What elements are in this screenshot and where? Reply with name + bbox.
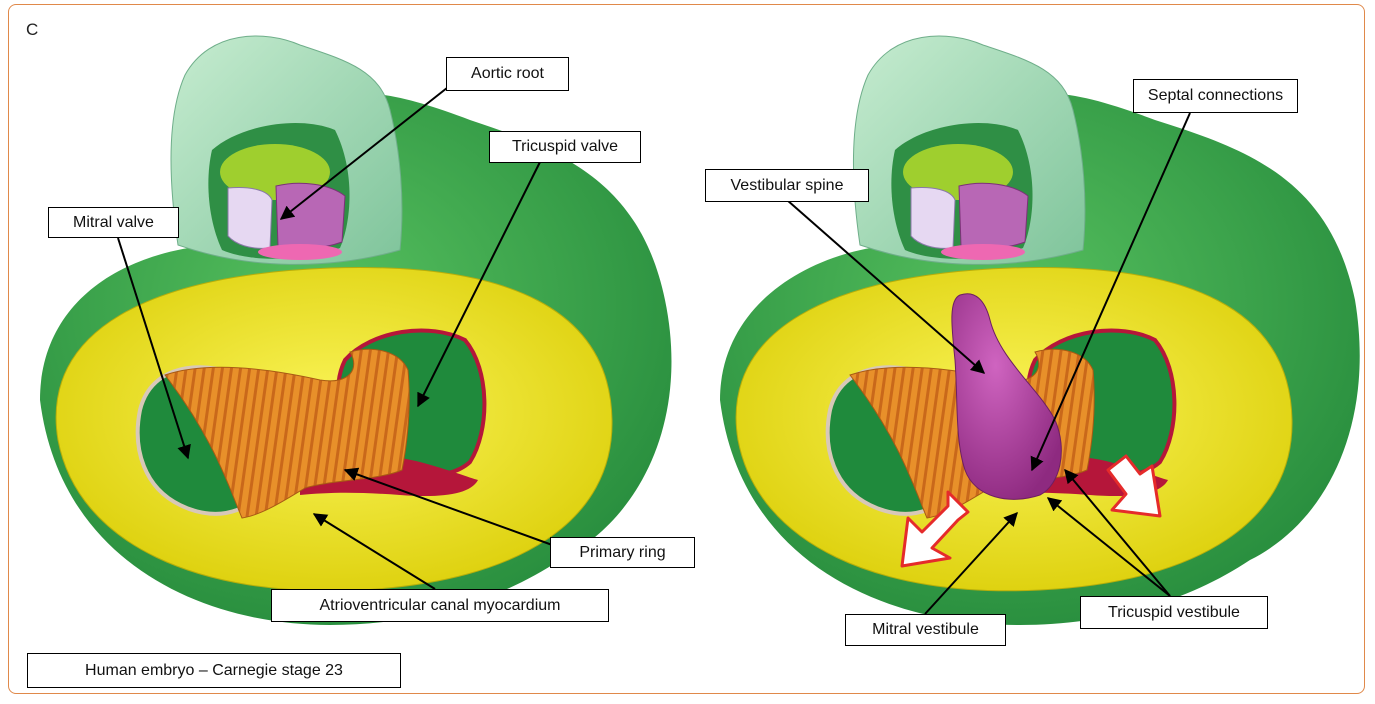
aortic-root-cusp-light-right <box>911 188 955 249</box>
label-septal-connections: Septal connections <box>1133 79 1298 113</box>
caption-box: Human embryo – Carnegie stage 23 <box>27 653 401 688</box>
aortic-root-cusp-right <box>959 183 1028 248</box>
label-aortic-root: Aortic root <box>446 57 569 91</box>
aortic-root-base-right <box>941 244 1025 260</box>
label-vestibular-spine: Vestibular spine <box>705 169 869 202</box>
aortic-root-cusp-light-left <box>228 188 272 249</box>
right-heart <box>720 36 1360 625</box>
label-mitral-valve: Mitral valve <box>48 207 179 238</box>
label-tricuspid-valve: Tricuspid valve <box>489 131 641 163</box>
label-primary-ring: Primary ring <box>550 537 695 568</box>
label-tricuspid-vestibule: Tricuspid vestibule <box>1080 596 1268 629</box>
aortic-root-base-left <box>258 244 342 260</box>
label-av-canal-myocardium: Atrioventricular canal myocardium <box>271 589 609 622</box>
label-mitral-vestibule: Mitral vestibule <box>845 614 1006 646</box>
